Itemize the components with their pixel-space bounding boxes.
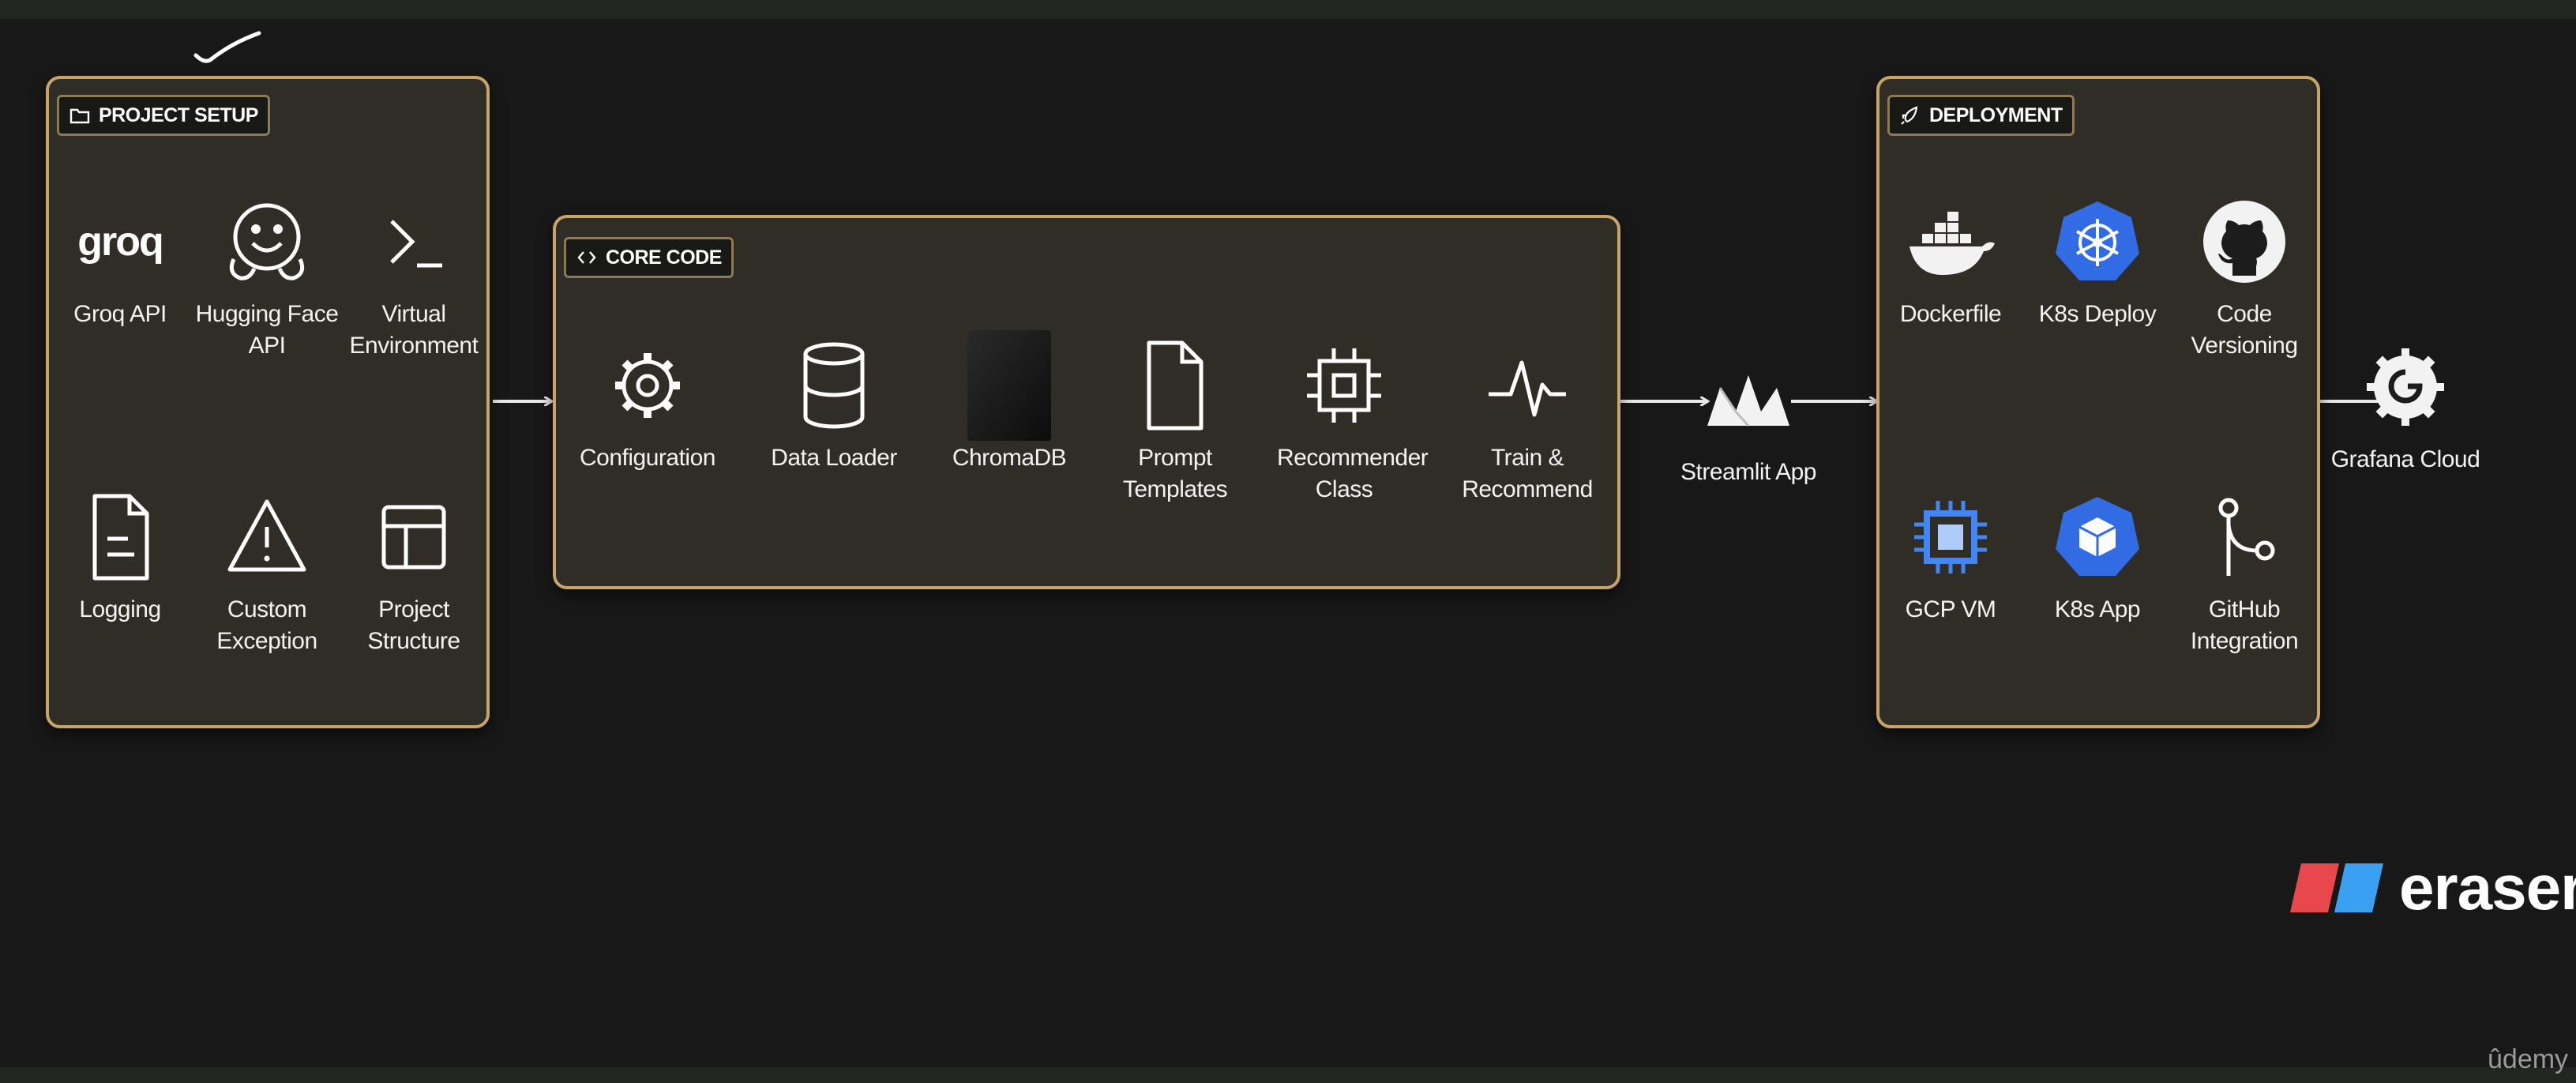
gear-icon [600, 338, 695, 433]
folder-icon [69, 108, 90, 124]
project-setup-label: PROJECT SETUP [57, 95, 270, 136]
window-bottom-bar [0, 1067, 2576, 1083]
terminal-icon [366, 194, 461, 289]
node-code-versioning[interactable]: Code Versioning [2165, 194, 2323, 362]
node-k8s-deploy[interactable]: K8s Deploy [2018, 194, 2176, 330]
node-streamlit-app[interactable]: Streamlit App [1669, 352, 1827, 488]
rocket-icon [1901, 106, 1918, 125]
kubernetes-pod-icon [2050, 490, 2145, 585]
git-branch-icon [2197, 490, 2292, 585]
deployment-label: DEPLOYMENT [1887, 95, 2075, 136]
deployment-group[interactable] [1876, 76, 2320, 728]
node-gcp-vm[interactable]: GCP VM [1872, 490, 2030, 626]
project-setup-group[interactable] [46, 76, 490, 728]
node-k8s-app[interactable]: K8s App [2018, 490, 2176, 626]
docker-icon [1903, 194, 1998, 289]
node-data-loader[interactable]: Data Loader [755, 338, 913, 474]
node-grafana-cloud[interactable]: Grafana Cloud [2326, 340, 2484, 476]
database-icon [787, 338, 881, 433]
groq-logo: groq [77, 219, 164, 265]
node-recommender-class[interactable]: Recommender Class [1265, 338, 1429, 506]
pulse-icon [1480, 338, 1575, 433]
node-custom-exception[interactable]: Custom Exception [188, 490, 346, 657]
core-code-label: CORE CODE [564, 237, 734, 278]
node-github-integration[interactable]: GitHub Integration [2165, 490, 2323, 657]
window-top-bar [0, 0, 2576, 19]
warning-icon [220, 490, 314, 585]
streamlit-icon [1701, 352, 1796, 447]
node-hugging-face-api[interactable]: Hugging Face API [188, 194, 346, 362]
node-groq-api[interactable]: groq Groq API [41, 194, 199, 330]
gcp-cpu-icon [1903, 490, 1998, 585]
eraser-brand: eraser [2290, 856, 2576, 919]
node-project-structure[interactable]: Project Structure [335, 490, 493, 657]
document-icon [73, 490, 167, 585]
pen-checkmark-icon [193, 31, 261, 63]
kubernetes-icon [2050, 194, 2145, 289]
file-icon [1128, 338, 1222, 433]
node-configuration[interactable]: Configuration [569, 338, 727, 474]
layout-icon [366, 490, 461, 585]
node-dockerfile[interactable]: Dockerfile [1872, 194, 2030, 330]
code-brackets-icon [577, 251, 596, 264]
github-icon [2197, 194, 2292, 289]
grafana-icon [2358, 340, 2453, 434]
udemy-watermark: ûdemy [2488, 1044, 2569, 1074]
node-virtual-environment[interactable]: Virtual Environment [335, 194, 493, 362]
hugging-face-icon [220, 194, 314, 289]
eraser-logo-icon [2290, 863, 2383, 912]
node-chromadb[interactable]: ChromaDB [930, 330, 1088, 474]
node-logging[interactable]: Logging [41, 490, 199, 626]
node-train-recommend[interactable]: Train & Recommend [1448, 338, 1606, 506]
chromadb-icon [962, 330, 1057, 441]
chip-icon [1297, 338, 1391, 433]
node-prompt-templates[interactable]: Prompt Templates [1096, 338, 1254, 506]
